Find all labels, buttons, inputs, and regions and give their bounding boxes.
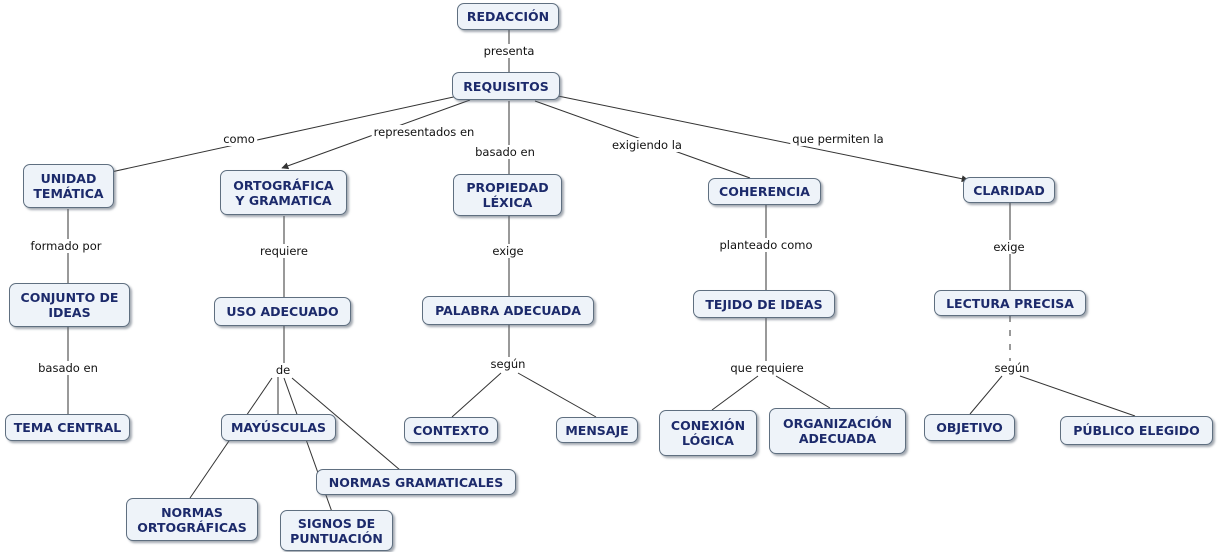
edge-como — [101, 95, 459, 177]
node-claridad[interactable]: CLARIDAD — [963, 177, 1055, 203]
link-label-planteado-como: planteado como — [717, 238, 815, 252]
node-coherencia[interactable]: COHERENCIA — [708, 178, 821, 205]
node-uso-adecuado[interactable]: USO ADECUADO — [214, 297, 351, 326]
node-mensaje[interactable]: MENSAJE — [556, 417, 638, 443]
node-publico-elegido[interactable]: PÚBLICO ELEGIDO — [1060, 416, 1213, 445]
link-label-que-permiten-la: que permiten la — [790, 132, 886, 146]
node-normas-gramaticales[interactable]: NORMAS GRAMATICALES — [316, 469, 516, 495]
node-tejido-de-ideas[interactable]: TEJIDO DE IDEAS — [693, 290, 835, 318]
node-normas-ortograficas[interactable]: NORMAS ORTOGRÁFICAS — [126, 498, 258, 541]
link-label-basado-en: basado en — [473, 145, 537, 159]
edge-segun-contexto — [451, 372, 502, 418]
link-label-exigiendo-la: exigiendo la — [610, 138, 684, 152]
link-label-formado-por: formado por — [28, 239, 104, 253]
node-lectura-precisa[interactable]: LECTURA PRECISA — [934, 290, 1086, 316]
link-label-representados-en: representados en — [371, 125, 477, 139]
node-unidad-tematica[interactable]: UNIDAD TEMÁTICA — [23, 164, 114, 208]
node-signos-de-puntuacion[interactable]: SIGNOS DE PUNTUACIÓN — [280, 510, 393, 551]
node-propiedad-lexica[interactable]: PROPIEDAD LÉXICA — [453, 174, 562, 216]
node-objetivo[interactable]: OBJETIVO — [924, 414, 1015, 441]
node-contexto[interactable]: CONTEXTO — [404, 417, 498, 443]
node-conjunto-de-ideas[interactable]: CONJUNTO DE IDEAS — [9, 283, 130, 327]
link-label-segun: según — [488, 357, 528, 371]
edge-objetivo — [969, 375, 1003, 415]
node-organizacion-adecuada[interactable]: ORGANIZACIÓN ADECUADA — [769, 408, 906, 454]
edge-permiten — [557, 95, 969, 183]
link-label-de: de — [273, 363, 293, 377]
node-redaccion[interactable]: REDACCIÓN — [457, 3, 559, 30]
node-ortografica-gramatica[interactable]: ORTOGRÁFICA Y GRAMATICA — [220, 170, 347, 215]
node-palabra-adecuada[interactable]: PALABRA ADECUADA — [422, 296, 594, 325]
node-tema-central[interactable]: TEMA CENTRAL — [5, 414, 130, 441]
link-label-exige-2: exige — [991, 240, 1027, 254]
link-label-presenta: presenta — [481, 44, 537, 58]
node-conexion-logica[interactable]: CONEXIÓN LÓGICA — [659, 410, 757, 456]
link-label-que-requiere: que requiere — [728, 361, 806, 375]
edge-publico — [1019, 375, 1136, 417]
link-label-como: como — [221, 132, 257, 146]
edge-conexion — [711, 375, 759, 411]
edge-de-gramaticales — [291, 377, 401, 471]
edge-segun-mensaje — [517, 372, 597, 418]
node-mayusculas[interactable]: MAYÚSCULAS — [221, 414, 336, 441]
node-requisitos[interactable]: REQUISITOS — [452, 72, 560, 100]
link-label-basado-en-2: basado en — [36, 361, 100, 375]
link-label-requiere: requiere — [258, 244, 310, 258]
link-label-exige: exige — [490, 244, 526, 258]
edge-organizacion — [775, 375, 831, 409]
link-label-segun-2: según — [992, 361, 1032, 375]
